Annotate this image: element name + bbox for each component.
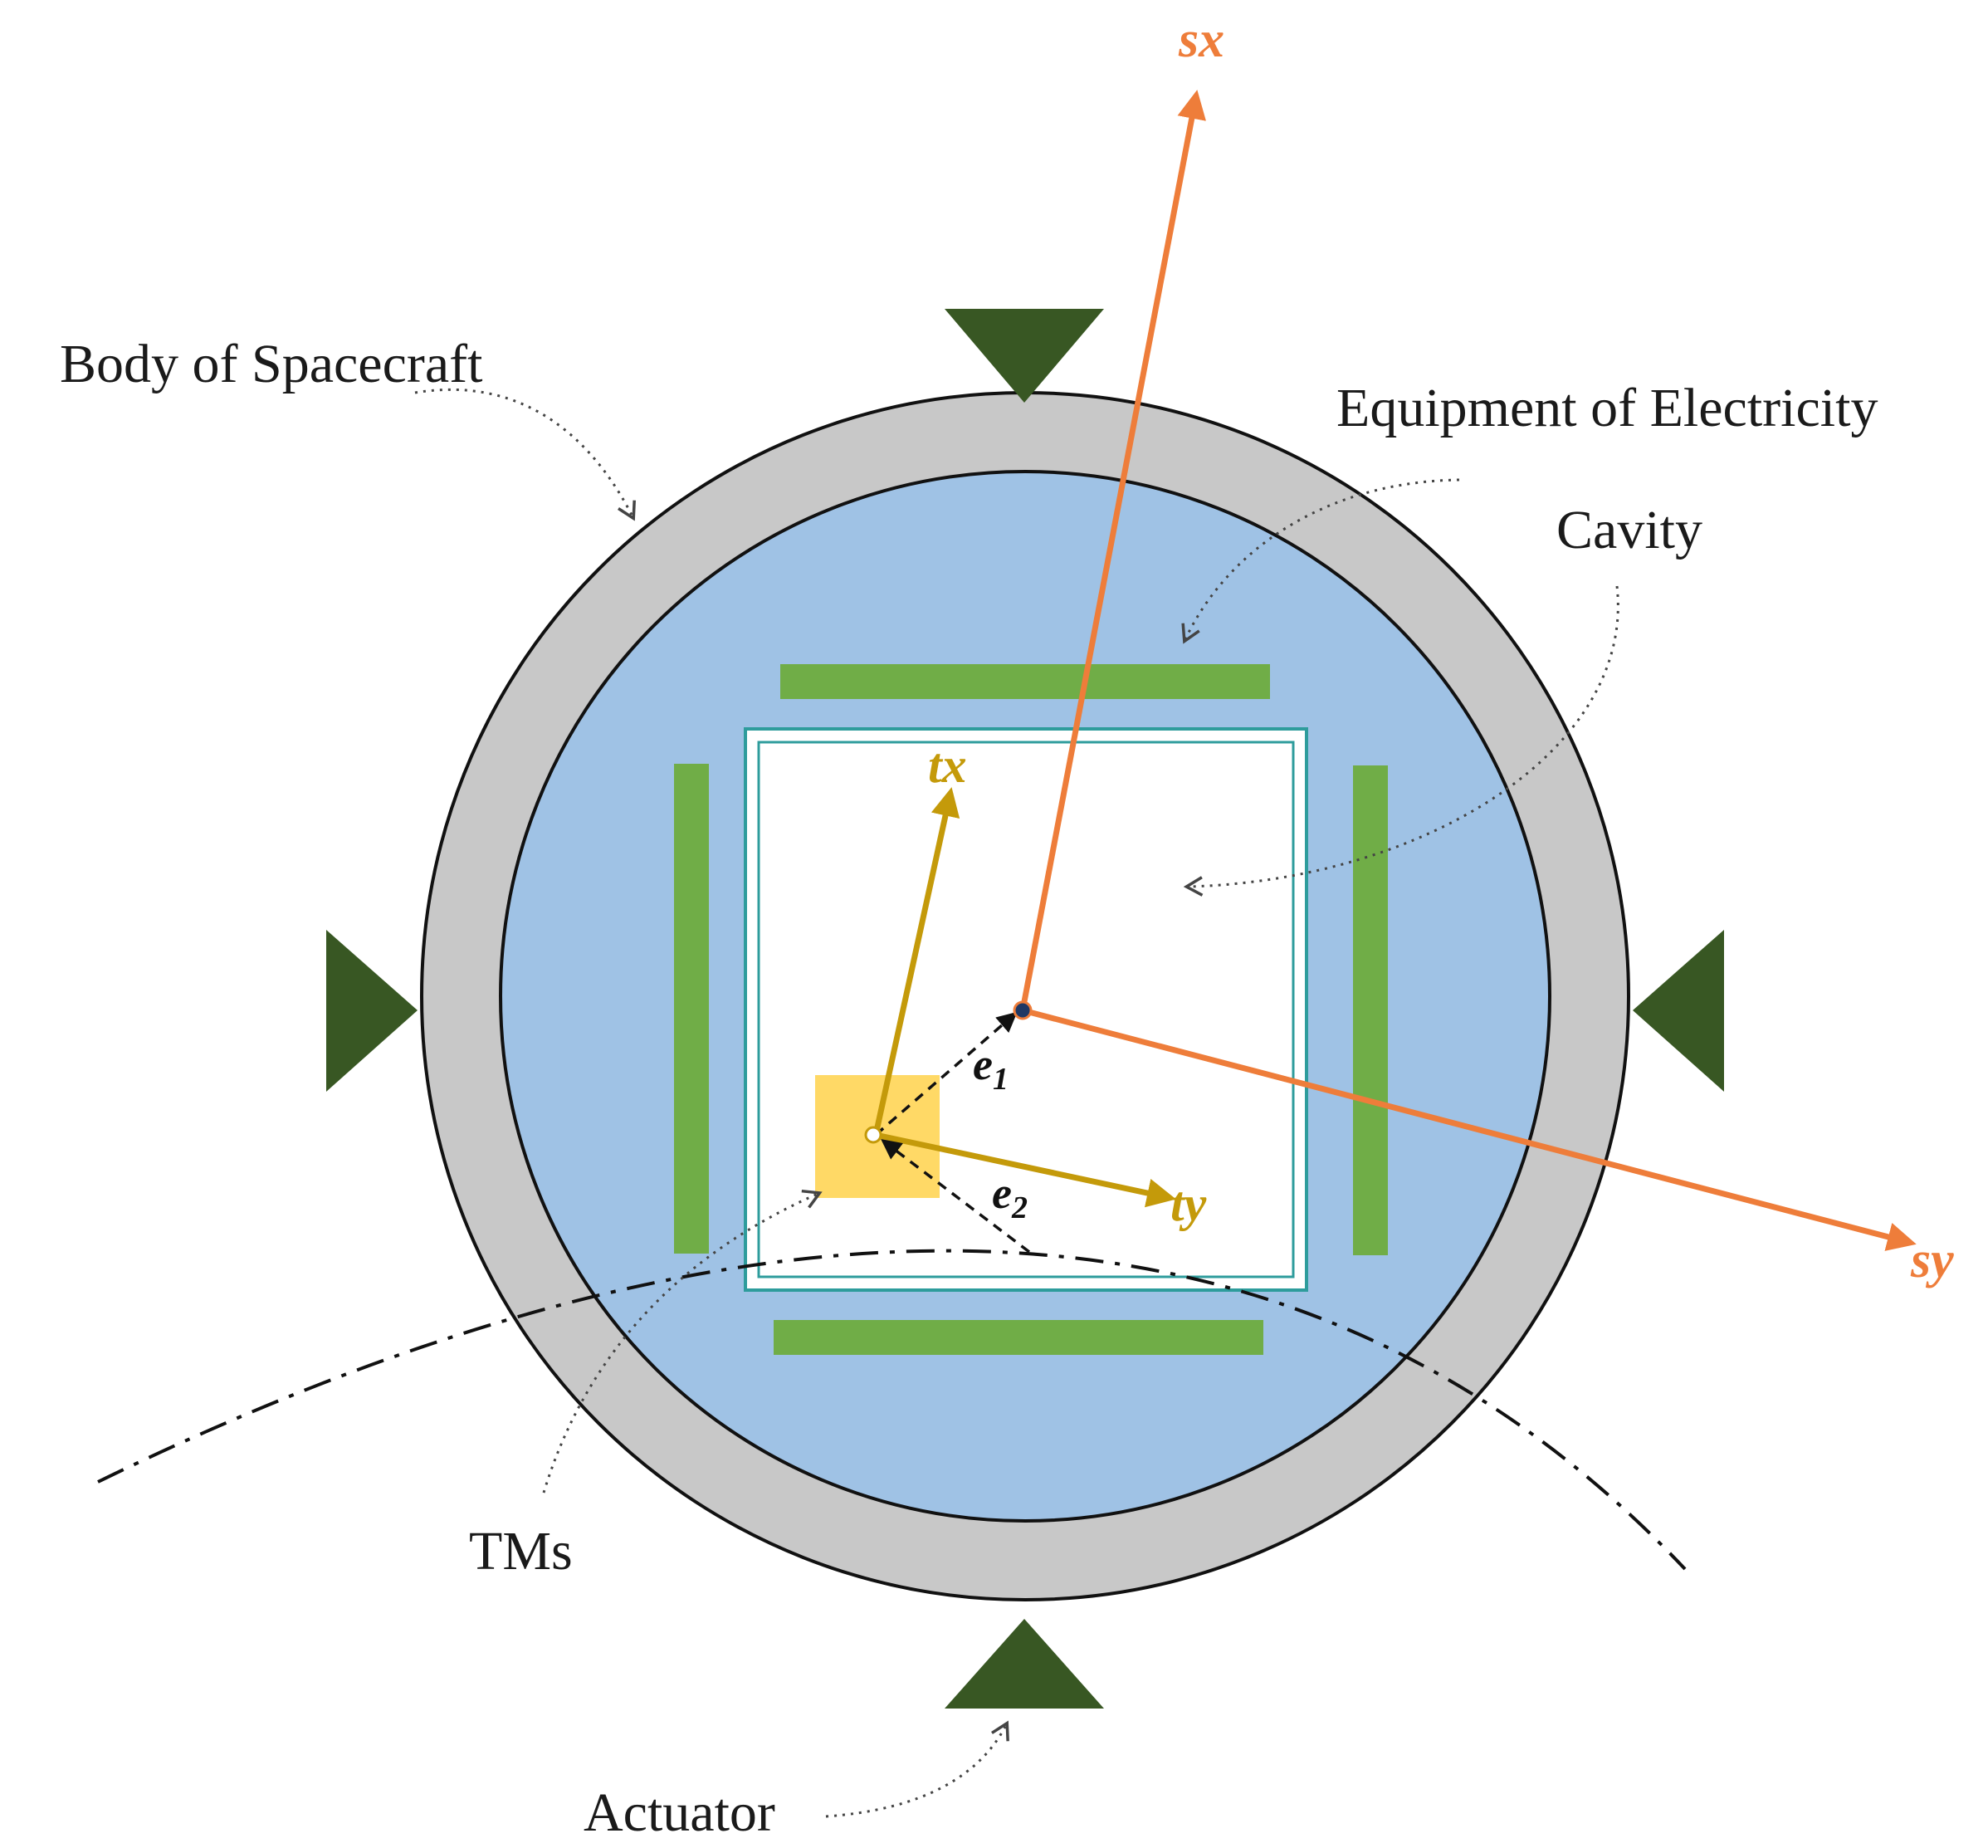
electrode-plate-top	[780, 664, 1270, 699]
sy-axis-label: sy	[1910, 1232, 1954, 1288]
body-leader	[414, 388, 636, 521]
body-label: Body of Spacecraft	[60, 334, 482, 394]
tx-axis-arrow	[872, 787, 960, 1136]
cavity-label: Cavity	[1556, 500, 1702, 560]
e2-subscript: 2	[1011, 1190, 1028, 1225]
e2-letter: e	[992, 1168, 1012, 1218]
ty-axis-arrow	[875, 1132, 1176, 1208]
spacecraft-origin-point	[1013, 1000, 1033, 1020]
sx-axis-arrow	[1019, 90, 1206, 1011]
actuator-bottom	[945, 1619, 1104, 1709]
actuator-left	[326, 930, 418, 1092]
e2-label: e2	[992, 1168, 1028, 1225]
e1-label: e1	[973, 1039, 1009, 1097]
electrode-plate-bottom	[774, 1320, 1263, 1355]
actuator-top	[945, 309, 1104, 403]
actuator-label: Actuator	[584, 1782, 775, 1843]
e1-letter: e	[973, 1039, 993, 1089]
actuator-leader	[825, 1720, 1009, 1818]
cavity-inner-border	[757, 741, 1295, 1278]
tx-axis-label: tx	[928, 738, 967, 793]
e1-vector	[874, 1011, 1018, 1137]
sy-axis-arrow	[1022, 1007, 1917, 1251]
electrode-plate-left	[674, 764, 709, 1254]
sx-axis-label: sx	[1178, 12, 1224, 68]
test-mass-origin-point	[864, 1126, 882, 1144]
ty-axis-label: ty	[1170, 1176, 1207, 1231]
tms-label: TMs	[469, 1521, 573, 1582]
equipment-label: Equipment of Electricity	[1336, 378, 1878, 438]
e1-subscript: 1	[993, 1062, 1009, 1097]
orbit-curve	[97, 1249, 1687, 1571]
equipment-leader	[1181, 478, 1460, 644]
electrode-plate-right	[1353, 765, 1388, 1255]
e2-vector	[881, 1139, 1031, 1254]
cavity-leader	[1183, 585, 1619, 897]
actuator-right	[1633, 930, 1724, 1092]
